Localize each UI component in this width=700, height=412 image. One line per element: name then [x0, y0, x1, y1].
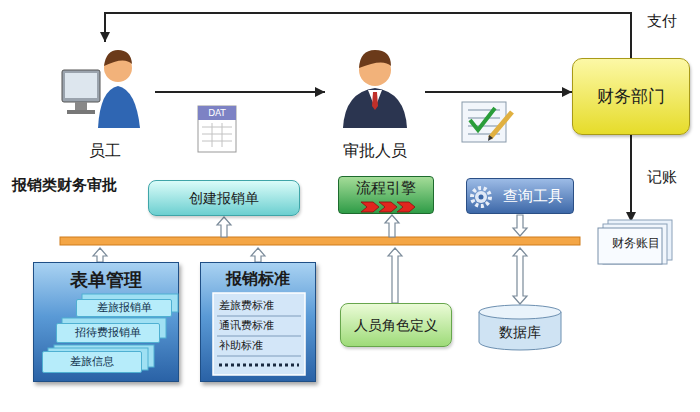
cylinder-body: [479, 312, 561, 350]
node-text: 查询工具: [503, 187, 563, 205]
standards-panel: [213, 293, 305, 375]
panel-rules: [217, 316, 301, 356]
node-box: 流程引擎: [338, 176, 434, 214]
node-box: 创建报销单: [148, 180, 300, 216]
node-text: 审批人员: [343, 141, 407, 160]
flow-arrow: [155, 91, 325, 93]
checklist-line: [468, 117, 500, 119]
monitor-base: [67, 110, 95, 114]
node-text: 财务账目: [612, 236, 660, 250]
approver-tie: [372, 92, 378, 110]
node-box: 审批人员: [325, 42, 425, 160]
node-box: 财务部门: [572, 58, 690, 135]
employee-body: [98, 86, 140, 128]
node-text: 差旅报销单: [97, 301, 152, 314]
node-text: 通讯费标准: [219, 319, 274, 332]
ledger-page: [598, 228, 662, 264]
document-grid: [202, 123, 232, 147]
node-box: 差旅费标准: [217, 297, 301, 315]
node-box: 查询工具: [466, 178, 574, 214]
block-arrow: [93, 248, 107, 262]
monitor: [62, 70, 100, 102]
node-text: 差旅信息: [70, 355, 114, 368]
flow-arrow: [425, 91, 572, 93]
node-text: 财务部门: [597, 86, 665, 106]
node-box: 招待费报销单: [56, 323, 160, 343]
ledger-page: [603, 224, 667, 264]
block-arrow: [217, 217, 231, 237]
cylinder-top: [479, 305, 561, 319]
gear-body: [475, 191, 487, 203]
pencil-tip: [488, 135, 493, 141]
edge-label: 记账: [645, 168, 679, 186]
chevron: [379, 202, 397, 212]
block-arrow: [251, 248, 265, 262]
chevron: [361, 202, 379, 212]
node-text: 差旅费标准: [219, 299, 274, 312]
node-text: 人员角色定义: [354, 317, 438, 334]
panel-rule: [217, 336, 301, 337]
node-text: 表单管理: [70, 269, 142, 291]
approver-hair: [359, 50, 391, 68]
block-arrow: [385, 215, 399, 237]
document-grid: [212, 123, 213, 147]
node-text: 创建报销单: [189, 190, 259, 207]
diagram-title-label: 报销类财务审批: [12, 176, 117, 194]
document-icon: [198, 106, 236, 152]
gear-hole: [479, 195, 484, 200]
node-box: 补助标准: [217, 337, 301, 355]
flow-chevrons: [361, 202, 415, 212]
approver-body: [343, 88, 407, 128]
node-box: 员工: [55, 42, 155, 160]
node-box: 差旅报销单: [76, 299, 172, 317]
node-text: 招待费报销单: [75, 326, 141, 339]
node-box: 人员角色定义: [340, 303, 452, 347]
approver-icon: [343, 50, 407, 128]
document-grid: [202, 127, 232, 128]
document-grid: [202, 141, 232, 142]
node-box: 财务账目: [598, 222, 674, 264]
node-text: 补助标准: [219, 339, 263, 352]
document-page: [198, 106, 236, 152]
node-text: 员工: [89, 141, 121, 160]
employee-hair: [104, 50, 132, 66]
gear-teeth: [472, 188, 490, 206]
check-mark: [470, 108, 495, 130]
employee-icon: [62, 50, 140, 128]
panel-rule: [217, 316, 301, 317]
node-text: 报销标准: [226, 269, 290, 288]
node-box: 表单管理差旅报销单招待费报销单差旅信息: [33, 262, 179, 382]
panel-rule: [217, 356, 301, 357]
block-arrow: [513, 215, 527, 236]
node-box: 差旅信息: [42, 351, 142, 373]
document-grid: [202, 134, 232, 135]
node-text: 数据库: [499, 324, 541, 341]
block-arrow: [388, 248, 402, 303]
checklist-icon: [462, 102, 512, 142]
panel-dots: [219, 364, 299, 367]
node-box: 报销标准差旅费标准通讯费标准补助标准: [200, 262, 316, 382]
block-arrow: [513, 248, 527, 304]
checklist-page: [462, 102, 506, 142]
chevron: [397, 202, 415, 212]
node-box: 通讯费标准: [217, 317, 301, 335]
bus-bar: [60, 237, 580, 245]
document-type-label: DAT: [198, 106, 236, 120]
flow-arrow: [630, 135, 632, 222]
pencil: [490, 112, 512, 138]
document-band: [198, 106, 236, 120]
monitor-screen: [65, 73, 97, 98]
node-box: 数据库: [478, 304, 562, 350]
monitor-stand: [75, 102, 87, 110]
ledger-page: [608, 220, 672, 260]
flow-arrow: [105, 13, 631, 58]
document-grid: [222, 123, 223, 147]
edge-label: 支付: [645, 12, 679, 30]
gear-icon: [472, 188, 490, 206]
node-text: 流程引擎: [356, 179, 416, 197]
